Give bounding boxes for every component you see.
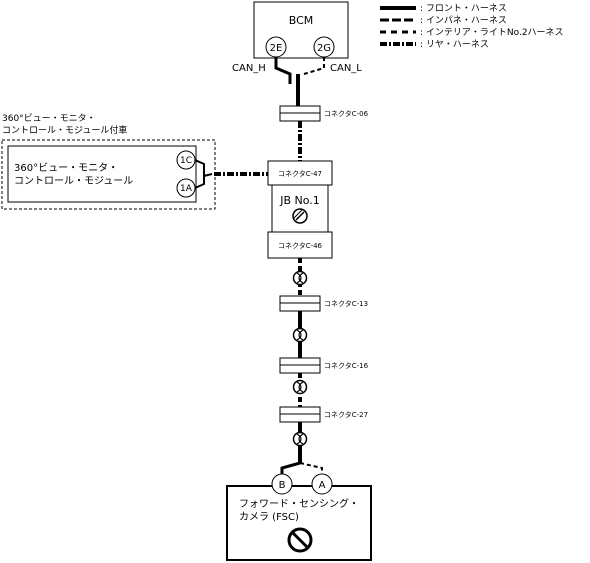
view-monitor-module-line2: コントロール・モジュール <box>14 176 133 187</box>
connector-c27-label: コネクタC-27 <box>324 410 368 419</box>
camera-pin-b <box>271 473 293 495</box>
twisted-pair-icon <box>292 431 308 447</box>
view-monitor-pin-1c-label: 1C <box>180 156 192 166</box>
legend-label-front: : フロント・ハーネス <box>420 3 507 14</box>
junction-block-label: JB No.1 <box>279 194 320 207</box>
connector-c27: コネクタC-27 <box>279 406 368 423</box>
bcm-pin-2g-label: 2G <box>317 43 331 54</box>
wire-can-h-bcm <box>274 57 292 84</box>
view-monitor-module-line1: 360°ビュー・モニタ・ <box>14 162 118 174</box>
wire-camera-pin-b <box>280 461 301 474</box>
legend-label-instrument: : インパネ・ハーネス <box>420 15 507 26</box>
view-monitor-kit-label-2: コントロール・モジュール付車 <box>2 124 127 136</box>
bcm-label: BCM <box>289 14 314 27</box>
camera-pin-a-label: A <box>319 480 326 491</box>
no-repair-icon <box>292 208 308 224</box>
view-monitor-pin-1a-label: 1A <box>180 184 193 194</box>
connector-c16-label: コネクタC-16 <box>324 361 369 370</box>
connector-c13-label: コネクタC-13 <box>324 299 368 308</box>
twisted-pair-icon <box>292 270 308 286</box>
legend-label-interior: : インテリア・ライトNo.2ハーネス <box>420 27 564 38</box>
camera-pin-a <box>311 473 333 495</box>
bcm-can-h-label: CAN_H <box>232 63 266 74</box>
twisted-pair-icon <box>292 327 308 343</box>
wire-camera-pin-a <box>299 462 323 474</box>
camera-label-line2: カメラ (FSC) <box>239 511 299 523</box>
connector-c46-label: コネクタC-46 <box>278 241 323 250</box>
view-monitor-module-box <box>7 145 197 203</box>
legend-label-rear: : リヤ・ハーネス <box>420 39 489 50</box>
connector-c46-body <box>267 231 333 259</box>
bcm-module: BCM 2E 2G <box>253 1 349 59</box>
camera-pin-b-label: B <box>279 480 286 491</box>
wire-can-l-bcm <box>303 57 325 75</box>
connector-c47-body <box>267 160 333 186</box>
wire-view-monitor-pair <box>194 159 213 189</box>
connector-c47-label: コネクタC-47 <box>278 169 322 178</box>
camera-module: B A フォワード・センシング・ カメラ (FSC) <box>226 473 372 561</box>
connector-c16: コネクタC-16 <box>279 357 369 374</box>
bcm-pin-2e-label: 2E <box>270 43 283 54</box>
view-monitor-kit-label-1: 360°ビュー・モニタ・ <box>2 113 96 124</box>
connector-c06-label: コネクタC-06 <box>324 109 369 118</box>
twisted-pair-icon <box>292 379 308 395</box>
no-repair-icon <box>287 527 313 553</box>
connector-c13: コネクタC-13 <box>279 295 368 312</box>
legend: : フロント・ハーネス : インパネ・ハーネス : インテリア・ライトNo.2ハ… <box>380 3 564 50</box>
bcm-can-l-label: CAN_L <box>330 63 362 74</box>
connector-c06: コネクタC-06 <box>279 105 369 122</box>
view-monitor-module: 360°ビュー・モニタ・ コントロール・モジュール 1C 1A <box>7 145 197 203</box>
camera-label-line1: フォワード・センシング・ <box>239 497 359 510</box>
junction-block: コネクタC-47 JB No.1 コネクタC-46 <box>267 160 333 259</box>
